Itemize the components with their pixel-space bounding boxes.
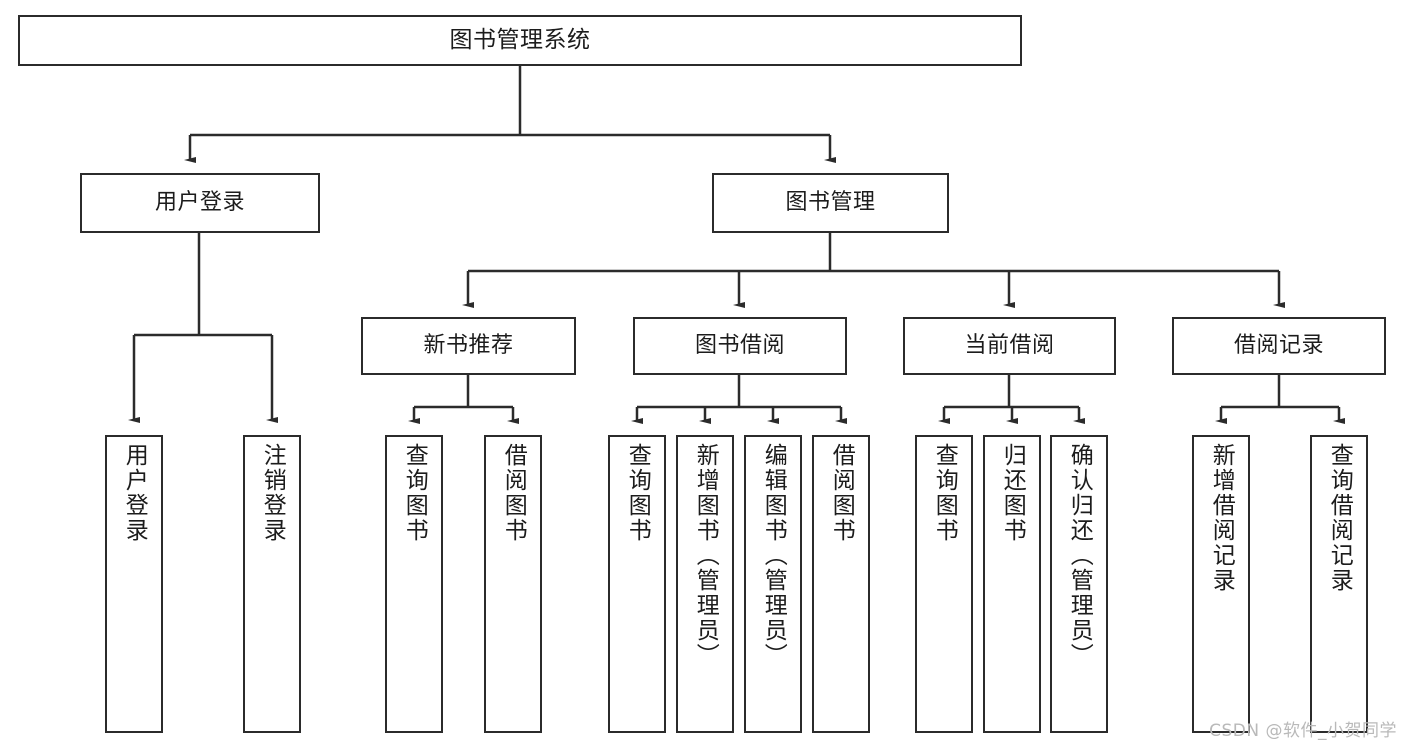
leaf-borrow-borrow-book[interactable]: 借阅图书 xyxy=(812,435,870,733)
leaf-record-query-record[interactable]: 查询借阅记录 xyxy=(1310,435,1368,733)
node-user-login[interactable]: 用户登录 xyxy=(80,173,320,233)
node-book-borrow-label: 图书借阅 xyxy=(694,333,785,359)
leaf-borrow-borrow-book-label: 借阅图书 xyxy=(828,443,855,543)
leaf-record-add-record-label: 新增借阅记录 xyxy=(1208,443,1235,593)
leaf-record-query-record-label: 查询借阅记录 xyxy=(1326,443,1353,593)
leaf-user-login-signout-label: 注销登录 xyxy=(259,443,286,543)
node-book-borrow[interactable]: 图书借阅 xyxy=(633,317,847,375)
leaf-current-query-book[interactable]: 查询图书 xyxy=(915,435,973,733)
leaf-borrow-add-book[interactable]: 新增图书（管理员） xyxy=(676,435,734,733)
node-book-management-label: 图书管理 xyxy=(785,190,876,216)
leaf-record-add-record[interactable]: 新增借阅记录 xyxy=(1192,435,1250,733)
leaf-user-login-signin[interactable]: 用户登录 xyxy=(105,435,163,733)
leaf-recommend-query-book[interactable]: 查询图书 xyxy=(385,435,443,733)
leaf-borrow-edit-book-label: 编辑图书（管理员） xyxy=(760,443,787,668)
csdn-watermark: CSDN @软件_小贺同学 xyxy=(1209,721,1397,741)
leaf-current-confirm-return-label: 确认归还（管理员） xyxy=(1066,443,1093,668)
leaf-borrow-edit-book[interactable]: 编辑图书（管理员） xyxy=(744,435,802,733)
node-current-borrow[interactable]: 当前借阅 xyxy=(903,317,1116,375)
node-borrow-record-label: 借阅记录 xyxy=(1233,333,1324,359)
leaf-current-return-book-label: 归还图书 xyxy=(999,443,1026,543)
leaf-current-confirm-return[interactable]: 确认归还（管理员） xyxy=(1050,435,1108,733)
node-current-borrow-label: 当前借阅 xyxy=(964,333,1055,359)
node-book-management[interactable]: 图书管理 xyxy=(712,173,949,233)
leaf-borrow-query-book[interactable]: 查询图书 xyxy=(608,435,666,733)
leaf-current-query-book-label: 查询图书 xyxy=(931,443,958,543)
leaf-recommend-query-book-label: 查询图书 xyxy=(401,443,428,543)
node-new-book-recommend-label: 新书推荐 xyxy=(423,333,514,359)
leaf-recommend-borrow-book-label: 借阅图书 xyxy=(500,443,527,543)
node-new-book-recommend[interactable]: 新书推荐 xyxy=(361,317,576,375)
node-root-label: 图书管理系统 xyxy=(449,27,591,54)
leaf-current-return-book[interactable]: 归还图书 xyxy=(983,435,1041,733)
leaf-user-login-signout[interactable]: 注销登录 xyxy=(243,435,301,733)
node-borrow-record[interactable]: 借阅记录 xyxy=(1172,317,1386,375)
node-root-system[interactable]: 图书管理系统 xyxy=(18,15,1022,66)
leaf-user-login-signin-label: 用户登录 xyxy=(121,443,148,543)
leaf-borrow-add-book-label: 新增图书（管理员） xyxy=(692,443,719,668)
leaf-borrow-query-book-label: 查询图书 xyxy=(624,443,651,543)
node-user-login-label: 用户登录 xyxy=(154,190,245,216)
leaf-recommend-borrow-book[interactable]: 借阅图书 xyxy=(484,435,542,733)
